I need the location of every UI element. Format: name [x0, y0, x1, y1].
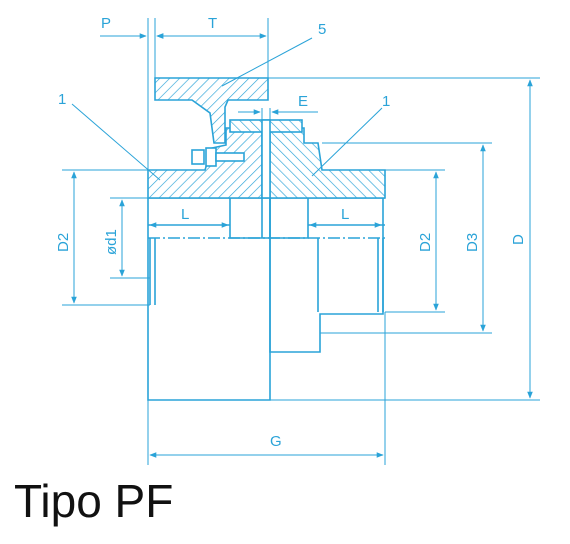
- part5-section: [154, 77, 269, 144]
- label-l-left: L: [181, 206, 189, 223]
- label-part1-left: 1: [58, 91, 66, 108]
- label-part1-right: 1: [382, 93, 390, 110]
- label-l-right: L: [341, 206, 349, 223]
- leader-part5: [221, 37, 313, 87]
- bolt-shank: [215, 152, 245, 162]
- label-d: D: [510, 234, 527, 245]
- label-part5: 5: [318, 21, 326, 38]
- label-g: G: [270, 433, 282, 450]
- left-hub-bore: [149, 238, 156, 305]
- label-d2-right: D2: [417, 233, 434, 252]
- label-e: E: [298, 93, 308, 110]
- right-hub-bore: [317, 238, 384, 312]
- label-d1: ød1: [103, 229, 120, 255]
- label-d2-left: D2: [55, 233, 72, 252]
- diagram-caption: Tipo PF: [14, 475, 174, 527]
- coupling-technical-drawing: P T 5 E 1 1 L L D2 ød1 D2 D3 D G: [55, 15, 540, 465]
- spider: [229, 198, 309, 239]
- left-hub-outline: [147, 198, 271, 401]
- right-hub-section: [269, 127, 386, 199]
- right-hub-outline: [269, 198, 384, 353]
- label-p: P: [101, 15, 111, 32]
- leader-part1-left: [71, 103, 161, 181]
- label-d3: D3: [464, 233, 481, 252]
- leader-part1-right: [311, 107, 383, 177]
- bolt-nut: [205, 147, 217, 167]
- label-t: T: [208, 15, 217, 32]
- bolt-head: [191, 149, 205, 165]
- left-hub-section: [147, 127, 263, 199]
